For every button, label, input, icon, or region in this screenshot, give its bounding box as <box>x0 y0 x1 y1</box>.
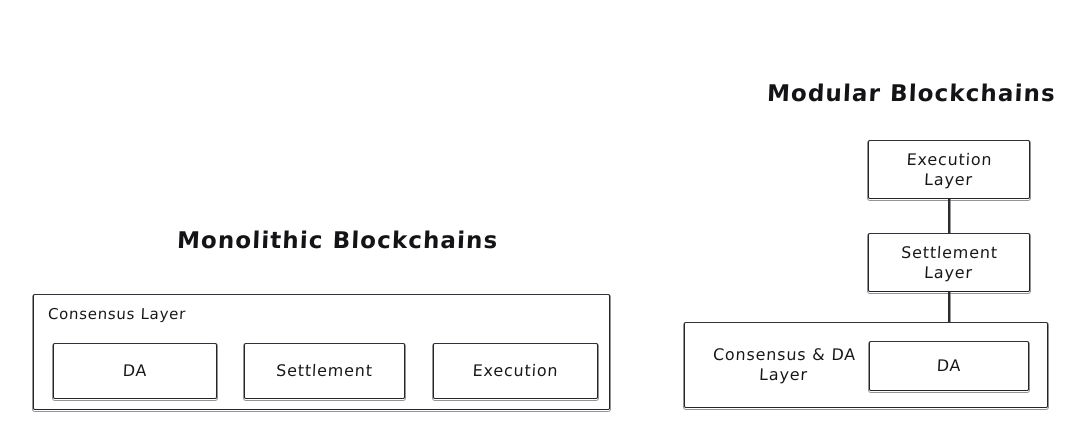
modular-execution-layer-label: Execution Layer <box>906 149 993 189</box>
consensus-layer-box[interactable]: Consensus Layer DA Settlement Execution <box>31 293 611 412</box>
modular-execution-layer-box[interactable]: Execution Layer <box>866 139 1031 201</box>
connector-execution-to-settlement <box>948 199 951 233</box>
monolithic-component-da-label: DA <box>122 361 148 380</box>
monolithic-title: Monolithic Blockchains <box>176 228 499 254</box>
monolithic-component-execution[interactable]: Execution <box>431 342 599 401</box>
modular-settlement-layer-box[interactable]: Settlement Layer <box>866 232 1031 294</box>
modular-consensus-da-layer-box[interactable]: Consensus & DA Layer DA <box>682 321 1049 410</box>
monolithic-component-execution-label: Execution <box>472 361 559 380</box>
monolithic-component-settlement[interactable]: Settlement <box>242 342 406 401</box>
consensus-layer-label: Consensus Layer <box>47 305 187 323</box>
monolithic-component-settlement-label: Settlement <box>275 361 374 380</box>
modular-da-box[interactable]: DA <box>867 340 1030 393</box>
modular-title: Modular Blockchains <box>766 81 1057 107</box>
modular-settlement-layer-label: Settlement Layer <box>900 242 999 282</box>
modular-da-label: DA <box>936 356 962 375</box>
modular-consensus-da-layer-label: Consensus & DA Layer <box>712 345 857 384</box>
connector-settlement-to-consensus <box>948 292 951 322</box>
monolithic-component-da[interactable]: DA <box>51 342 218 401</box>
